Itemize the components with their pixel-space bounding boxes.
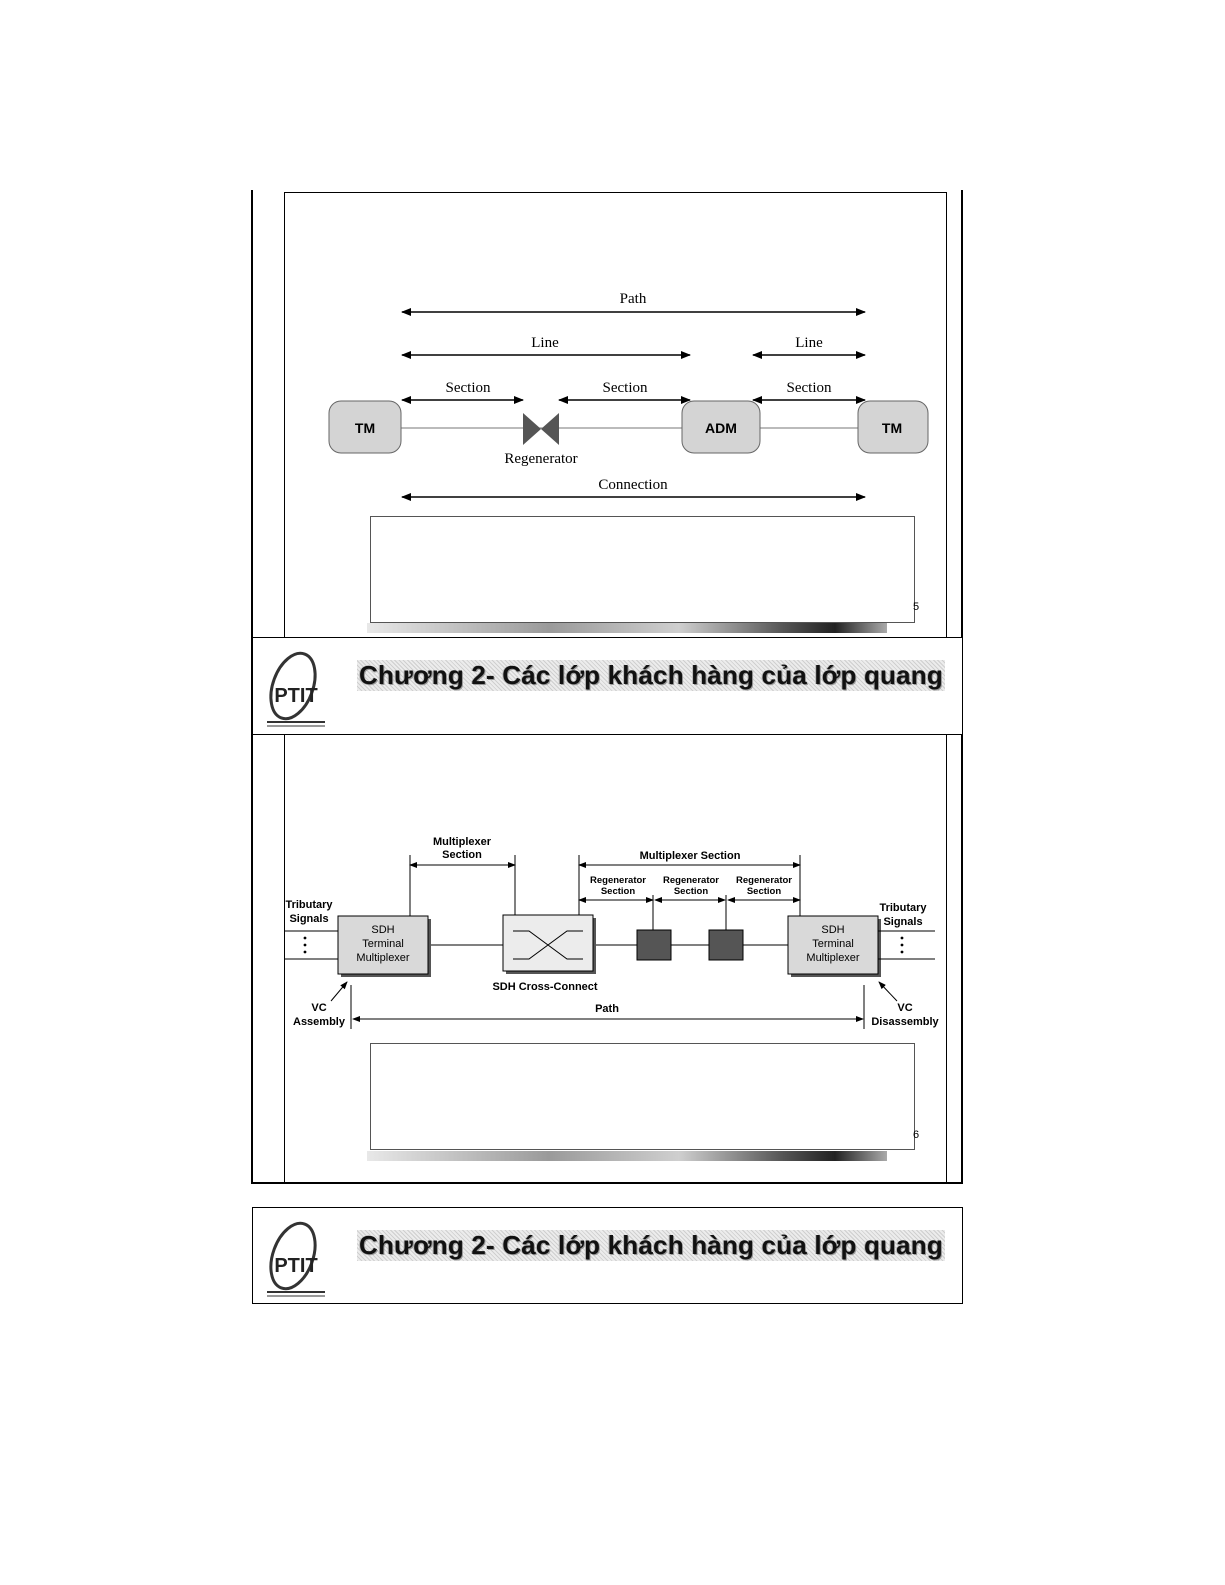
label-mux-section-top-2: Section <box>442 849 482 861</box>
label-regenerator: Regenerator <box>504 451 577 467</box>
chapter-header-2: PTIT Chương 2- Các lớp khách hàng của lớ… <box>252 1207 963 1304</box>
sonet-layers-diagram: Path Line Line Section Section Section T… <box>328 291 929 501</box>
node-sdh-left-3: Multiplexer <box>356 952 410 964</box>
node-sdh-left-2: Terminal <box>362 938 404 950</box>
logo-text: PTIT <box>274 685 317 707</box>
node-tm-left-label: TM <box>355 420 375 436</box>
node-tm-left <box>328 400 402 454</box>
label-mux-section-top-1: Multiplexer <box>433 836 492 848</box>
ptit-logo-icon: PTIT <box>267 1221 325 1297</box>
label-tributary-right-2: Signals <box>883 916 922 928</box>
slide-footer-strip-1 <box>367 623 887 633</box>
label-connection: Connection <box>598 477 668 493</box>
chapter-header-1: PTIT Chương 2- Các lớp khách hàng của lớ… <box>252 637 963 735</box>
label-regen-2b: Section <box>674 886 709 897</box>
label-cross-connect: SDH Cross-Connect <box>492 981 597 993</box>
sdh-network-diagram: Multiplexer Section Multiplexer Section … <box>285 836 940 1029</box>
slide-1: Path Line Line Section Section Section T… <box>284 192 947 639</box>
label-tributary-left-1: Tributary <box>285 899 333 911</box>
regenerator-2-icon <box>708 929 744 961</box>
label-tributary-left-2: Signals <box>289 913 328 925</box>
node-tm-right <box>857 400 929 454</box>
label-vc-disassembly-1: VC <box>897 1002 912 1014</box>
ptit-logo-icon: PTIT <box>267 651 325 727</box>
node-sdh-right-2: Terminal <box>812 938 854 950</box>
label-vc-disassembly-2: Disassembly <box>871 1016 939 1028</box>
node-adm <box>681 400 761 454</box>
label-regen-2a: Regenerator <box>663 875 719 886</box>
node-sdh-right-1: SDH <box>821 924 844 936</box>
label-path-sdh: Path <box>595 1003 619 1015</box>
label-mux-section-right: Multiplexer Section <box>640 850 741 862</box>
frame-bottom-line <box>251 1182 963 1184</box>
label-line-left: Line <box>531 335 559 351</box>
label-line-right: Line <box>795 335 823 351</box>
label-tributary-right-1: Tributary <box>879 902 927 914</box>
page-number-2: 6 <box>913 1129 920 1141</box>
slide-2: Multiplexer Section Multiplexer Section … <box>284 735 947 1182</box>
node-sdh-left-1: SDH <box>371 924 394 936</box>
regenerator-1-icon <box>636 929 672 961</box>
label-regen-3b: Section <box>747 886 782 897</box>
node-adm-label: ADM <box>705 420 737 436</box>
slide-footer-strip-2 <box>367 1151 887 1161</box>
logo-text: PTIT <box>274 1255 317 1277</box>
caption-box-2 <box>370 1043 915 1150</box>
caption-box-1 <box>370 516 915 623</box>
regenerator-icon <box>523 413 559 445</box>
node-sdh-right-3: Multiplexer <box>806 952 860 964</box>
label-vc-assembly-1: VC <box>311 1002 326 1014</box>
chapter-title-1: Chương 2- Các lớp khách hàng của lớp qua… <box>357 660 945 691</box>
label-regen-1a: Regenerator <box>590 875 646 886</box>
chapter-title-2: Chương 2- Các lớp khách hàng của lớp qua… <box>357 1230 945 1261</box>
label-section-1: Section <box>446 380 491 396</box>
label-section-2: Section <box>603 380 648 396</box>
label-path: Path <box>620 291 647 307</box>
label-vc-assembly-2: Assembly <box>293 1016 346 1028</box>
page-number-1: 5 <box>913 601 920 613</box>
label-regen-3a: Regenerator <box>736 875 792 886</box>
label-section-3: Section <box>787 380 832 396</box>
label-regen-1b: Section <box>601 886 636 897</box>
node-tm-right-label: TM <box>882 420 902 436</box>
